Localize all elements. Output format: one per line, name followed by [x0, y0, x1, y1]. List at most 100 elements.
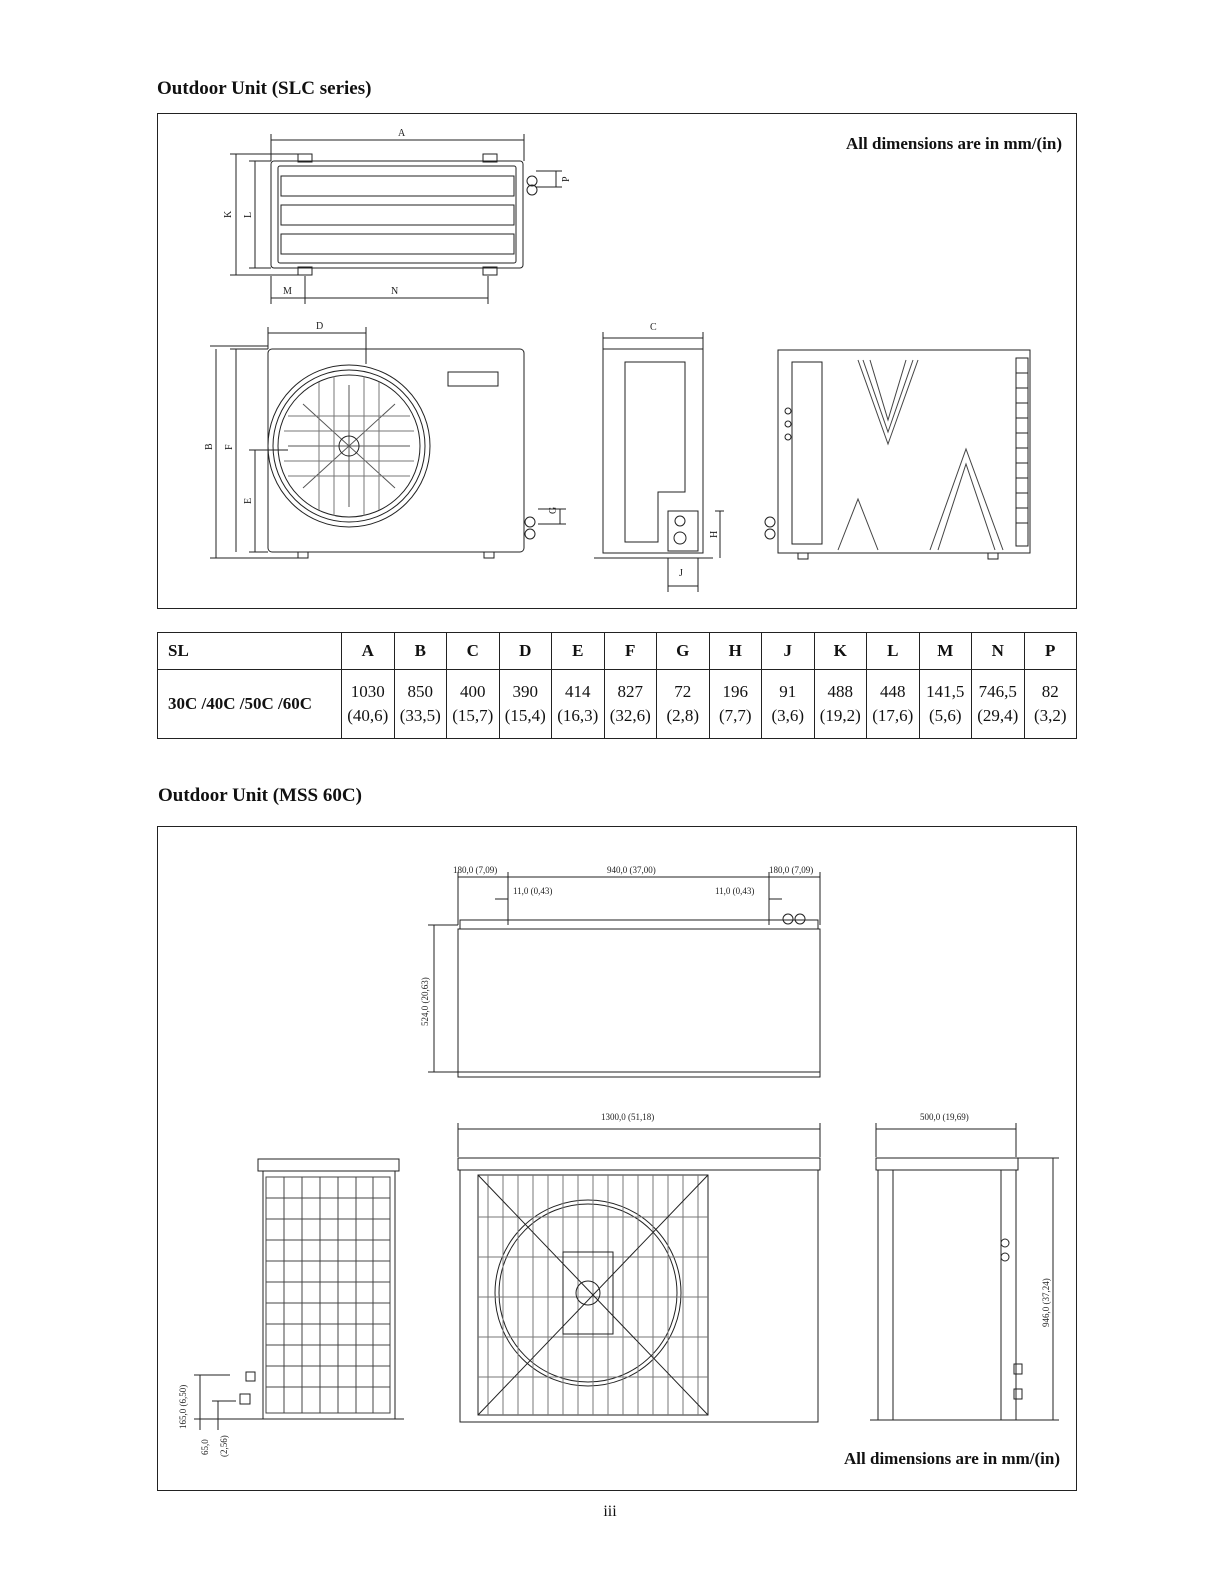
page-number: iii [603, 1503, 617, 1520]
in-value: (16,3) [557, 706, 599, 725]
in-value: (32,6) [609, 706, 651, 725]
in-value: (5,6) [928, 706, 962, 725]
table-cell: 1030 (40,6) [341, 669, 395, 739]
slc-technical-drawing: A K L P M N D C B F E G H J [204, 128, 1031, 592]
table-header-cell: M [918, 632, 972, 670]
in-value: (2,8) [666, 706, 700, 725]
dim-width: 1300,0 (51,18) [601, 1112, 654, 1122]
table-header-row: SL A B C D E F G H J K L M N P [157, 632, 1077, 670]
dim-valve-height: 165,0 (6,50) [178, 1385, 188, 1429]
mm-value: 196 [722, 682, 749, 701]
slc-rear-view [764, 349, 1031, 560]
table-cell: 746,5 (29,4) [971, 669, 1025, 739]
table-header-cell: N [971, 632, 1025, 670]
table-cell: 414 (16,3) [551, 669, 605, 739]
in-value: (17,6) [872, 706, 914, 725]
in-value: (29,4) [977, 706, 1019, 725]
label-K: K [223, 210, 234, 218]
table-header-cell: K [813, 632, 867, 670]
model-cell: 30C /40C /50C /60C [157, 669, 342, 739]
table-header-cell: SL [157, 632, 342, 670]
table-cell: 448 (17,6) [866, 669, 920, 739]
table-cell: 141,5 (5,6) [918, 669, 972, 739]
label-L: L [243, 212, 254, 218]
dim-small-right: 11,0 (0,43) [715, 886, 754, 896]
dim-valve-low-1: 65,0 [200, 1439, 210, 1455]
dimensions-table: SL A B C D E F G H J K L M N P 30C /40C … [157, 632, 1077, 739]
label-A: A [398, 128, 406, 139]
mm-value: 82 [1041, 682, 1059, 701]
table-cell: 827 (32,6) [603, 669, 657, 739]
mm-value: 1030 [350, 682, 385, 701]
table-cell: 390 (15,4) [498, 669, 552, 739]
table-header-cell: G [656, 632, 710, 670]
table-header-cell: E [551, 632, 605, 670]
label-M: M [283, 286, 292, 297]
label-N: N [391, 286, 398, 297]
table-header-cell: L [866, 632, 920, 670]
slc-dimension-labels: A K L P M N D C B F E G H J [204, 128, 720, 579]
section-title-slc: Outdoor Unit (SLC series) [157, 78, 372, 99]
dim-valve-low-2: (2,56) [219, 1435, 229, 1457]
mm-value: 488 [827, 682, 854, 701]
dimensions-note: All dimensions are in mm/(in) [844, 1449, 1060, 1468]
mss-right-view [870, 1123, 1059, 1421]
mss-technical-drawing: 180,0 (7,09) 940,0 (37,00) 180,0 (7,09) … [178, 865, 1059, 1457]
table-cell: 488 (19,2) [813, 669, 867, 739]
mss-front-view [457, 1123, 821, 1423]
mm-value: 390 [512, 682, 539, 701]
mm-value: 746,5 [978, 682, 1017, 701]
table-header-cell: B [393, 632, 447, 670]
table-cell: 400 (15,7) [446, 669, 500, 739]
in-value: (7,7) [718, 706, 752, 725]
table-cell: 850 (33,5) [393, 669, 447, 739]
in-value: (40,6) [347, 706, 389, 725]
dim-top-left: 180,0 (7,09) [453, 865, 497, 875]
mm-value: 850 [407, 682, 434, 701]
table-header-cell: J [761, 632, 815, 670]
dim-height: 946,0 (37,24) [1041, 1278, 1051, 1327]
slc-diagram-frame: All dimensions are in mm/(in) [157, 113, 1077, 609]
mm-value: 414 [565, 682, 591, 701]
dimensions-note: All dimensions are in mm/(in) [846, 134, 1062, 153]
table-row: 30C /40C /50C /60C 1030(40,6) 850(33,5) … [157, 669, 1077, 739]
table-header-cell: H [708, 632, 762, 670]
label-H: H [709, 531, 720, 538]
table-header-cell: F [603, 632, 657, 670]
label-D: D [316, 321, 323, 332]
label-J: J [679, 568, 683, 579]
table-cell: 82 (3,2) [1023, 669, 1077, 739]
mm-value: 400 [460, 682, 486, 701]
mss-diagram-frame: 180,0 (7,09) 940,0 (37,00) 180,0 (7,09) … [157, 826, 1077, 1491]
slc-front-view [210, 327, 566, 559]
in-value: (33,5) [399, 706, 441, 725]
dim-side-width: 500,0 (19,69) [920, 1112, 969, 1122]
table-header-cell: D [498, 632, 552, 670]
label-G: G [548, 507, 559, 514]
in-value: (15,7) [452, 706, 494, 725]
mm-value: 72 [674, 682, 692, 701]
mm-value: 448 [880, 682, 906, 701]
slc-top-view [230, 134, 562, 304]
table-cell: 196 (7,7) [708, 669, 762, 739]
section-title-mss: Outdoor Unit (MSS 60C) [158, 785, 362, 806]
mm-value: 827 [617, 682, 644, 701]
table-header-cell: P [1023, 632, 1077, 670]
table-cell: 72 (2,8) [656, 669, 710, 739]
slc-side-view [594, 332, 724, 592]
dim-small-left: 11,0 (0,43) [513, 886, 552, 896]
dim-top-mid: 940,0 (37,00) [607, 865, 656, 875]
mm-value: 141,5 [926, 682, 965, 701]
in-value: (19,2) [819, 706, 861, 725]
label-C: C [650, 322, 657, 333]
in-value: (15,4) [504, 706, 546, 725]
mss-left-view [194, 1158, 404, 1430]
label-E: E [243, 498, 254, 504]
mm-value: 91 [779, 682, 797, 701]
label-B: B [204, 443, 215, 450]
label-F: F [224, 444, 235, 450]
mss-dimension-labels: 180,0 (7,09) 940,0 (37,00) 180,0 (7,09) … [178, 865, 1051, 1457]
label-P: P [561, 176, 572, 182]
in-value: (3,6) [771, 706, 805, 725]
in-value: (3,2) [1033, 706, 1067, 725]
